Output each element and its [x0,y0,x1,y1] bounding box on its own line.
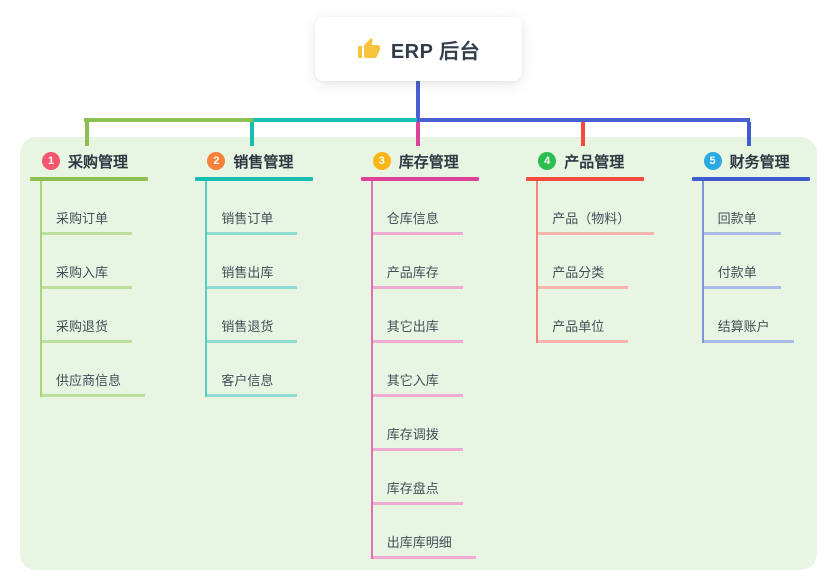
child-label: 库存盘点 [372,478,463,505]
child-label: 其它出库 [372,316,463,343]
branch-number-badge: 2 [207,152,226,170]
connector-bar-segment-1 [84,118,253,122]
branch-underline [360,177,479,181]
branch-underline [526,177,645,181]
branch-children: 销售订单销售出库销售退货客户信息 [205,181,313,397]
branch-children: 产品（物料） 产品分类产品单位 [536,181,655,343]
branch-title-2: 销售管理 [233,153,294,171]
branch-title-1: 采购管理 [68,153,129,171]
connector-trunk [416,81,420,122]
mindmap-panel [20,137,817,570]
branch-underline [195,177,314,181]
connector-bar-segment-2 [253,118,417,122]
child-label: 销售出库 [207,262,298,289]
child-label: 产品分类 [538,262,629,289]
child-item[interactable]: 采购入库 [42,235,148,289]
branch-header[interactable]: 1 采购管理 [30,145,148,177]
branch-2: 2 销售管理 销售订单销售出库销售退货客户信息 [195,145,314,397]
branch-underline [30,177,148,181]
child-label: 其它入库 [372,370,463,397]
child-item[interactable]: 销售出库 [207,235,313,289]
child-label: 产品单位 [538,316,629,343]
child-item[interactable]: 其它出库 [372,289,479,343]
branch-children: 仓库信息产品库存其它出库其它入库库存调拨库存盘点出库库明细 [370,181,479,559]
child-label: 付款单 [703,262,781,289]
child-label: 产品（物料） [538,208,655,235]
child-item[interactable]: 产品（物料） [538,181,655,235]
child-label: 采购退货 [42,316,133,343]
branch-number-badge: 4 [538,152,557,170]
branch-number-badge: 1 [42,152,60,170]
connector-drop-2 [250,122,255,146]
child-item[interactable]: 产品库存 [372,235,479,289]
child-item[interactable]: 库存盘点 [372,451,479,505]
branch-children: 回款单付款单结算账户 [701,181,810,343]
child-item[interactable]: 仓库信息 [372,181,479,235]
connector-drop-5 [746,122,751,146]
branch-header[interactable]: 2 销售管理 [195,145,313,177]
child-item[interactable]: 客户信息 [207,343,313,397]
branch-header[interactable]: 4 产品管理 [526,145,644,177]
child-item[interactable]: 采购退货 [42,289,148,343]
connector-drop-4 [581,122,586,146]
branch-underline [691,177,810,181]
branch-title-3: 库存管理 [398,153,459,171]
child-label: 供应商信息 [42,370,146,397]
branch-title-5: 财务管理 [729,153,790,171]
child-label: 采购入库 [42,262,133,289]
branch-3: 3 库存管理 仓库信息产品库存其它出库其它入库库存调拨库存盘点出库库明细 [360,145,479,559]
connector-bar-segment-3 [417,118,750,122]
thumbs-up-icon [357,38,380,58]
child-label: 库存调拨 [372,424,463,451]
child-item[interactable]: 其它入库 [372,343,479,397]
root-title: ERP 后台 [390,40,481,63]
child-item[interactable]: 结算账户 [703,289,810,343]
child-item[interactable]: 销售订单 [207,181,313,235]
connector-drop-1 [85,122,89,146]
child-item[interactable]: 回款单 [703,181,810,235]
child-label: 仓库信息 [372,208,463,235]
branch-header[interactable]: 5 财务管理 [692,145,810,177]
child-label: 客户信息 [207,370,298,397]
branch-children: 采购订单采购入库采购退货供应商信息 [40,181,148,397]
child-item[interactable]: 供应商信息 [42,343,148,397]
child-label: 采购订单 [42,208,133,235]
child-label: 出库库明细 [372,532,476,559]
child-label: 产品库存 [372,262,463,289]
child-item[interactable]: 采购订单 [42,181,148,235]
branch-title-4: 产品管理 [564,153,625,171]
child-item[interactable]: 付款单 [703,235,810,289]
root-node[interactable]: ERP 后台 [315,17,522,81]
child-label: 销售退货 [207,316,298,343]
connector-drop-3 [415,122,420,146]
child-label: 回款单 [703,208,781,235]
child-item[interactable]: 产品分类 [538,235,644,289]
branch-header[interactable]: 3 库存管理 [361,145,479,177]
branch-number-badge: 5 [703,152,722,170]
child-item[interactable]: 出库库明细 [372,505,479,559]
child-label: 结算账户 [703,316,794,343]
branch-5: 5 财务管理 回款单付款单结算账户 [691,145,810,343]
branch-4: 4 产品管理 产品（物料） 产品分类产品单位 [526,145,655,343]
child-label: 销售订单 [207,208,298,235]
child-item[interactable]: 产品单位 [538,289,644,343]
branch-number-badge: 3 [372,152,391,170]
child-item[interactable]: 销售退货 [207,289,313,343]
branch-1: 1 采购管理 采购订单采购入库采购退货供应商信息 [30,145,148,397]
child-item[interactable]: 库存调拨 [372,397,479,451]
